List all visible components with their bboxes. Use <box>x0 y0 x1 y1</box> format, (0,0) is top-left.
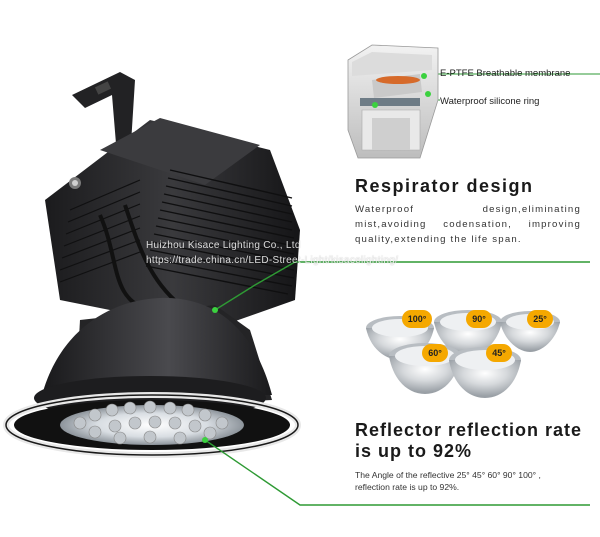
respirator-heading: Respirator design <box>355 176 534 196</box>
reflector-description: The Angle of the reflective 25° 45° 60° … <box>355 470 541 492</box>
angle-badge-90: 90° <box>466 310 492 328</box>
callout-dot <box>212 307 218 313</box>
membrane-cross-section <box>347 44 439 159</box>
reflector-heading: Reflector reflection rate is up to 92% <box>355 420 583 461</box>
callout-dot <box>202 437 208 443</box>
led-lens-array <box>60 400 244 445</box>
angle-badge-60: 60° <box>422 344 448 362</box>
angle-badge-45: 45° <box>486 344 512 362</box>
angle-badge-100: 100° <box>402 310 432 328</box>
watermark-url: https://trade.china.cn/LED-Street-Light/… <box>146 255 399 266</box>
silicone-ring-callout-label: Waterproof silicone ring <box>440 96 540 107</box>
heat-sink-housing <box>45 118 300 330</box>
angle-badge-25: 25° <box>527 310 553 328</box>
watermark-company: Huizhou Kisace Lighting Co., Ltd <box>146 240 301 251</box>
membrane-callout-label: E-PTFE Breathable membrane <box>440 68 571 79</box>
respirator-description: Waterproof design,eliminating mist,avoid… <box>355 204 581 245</box>
